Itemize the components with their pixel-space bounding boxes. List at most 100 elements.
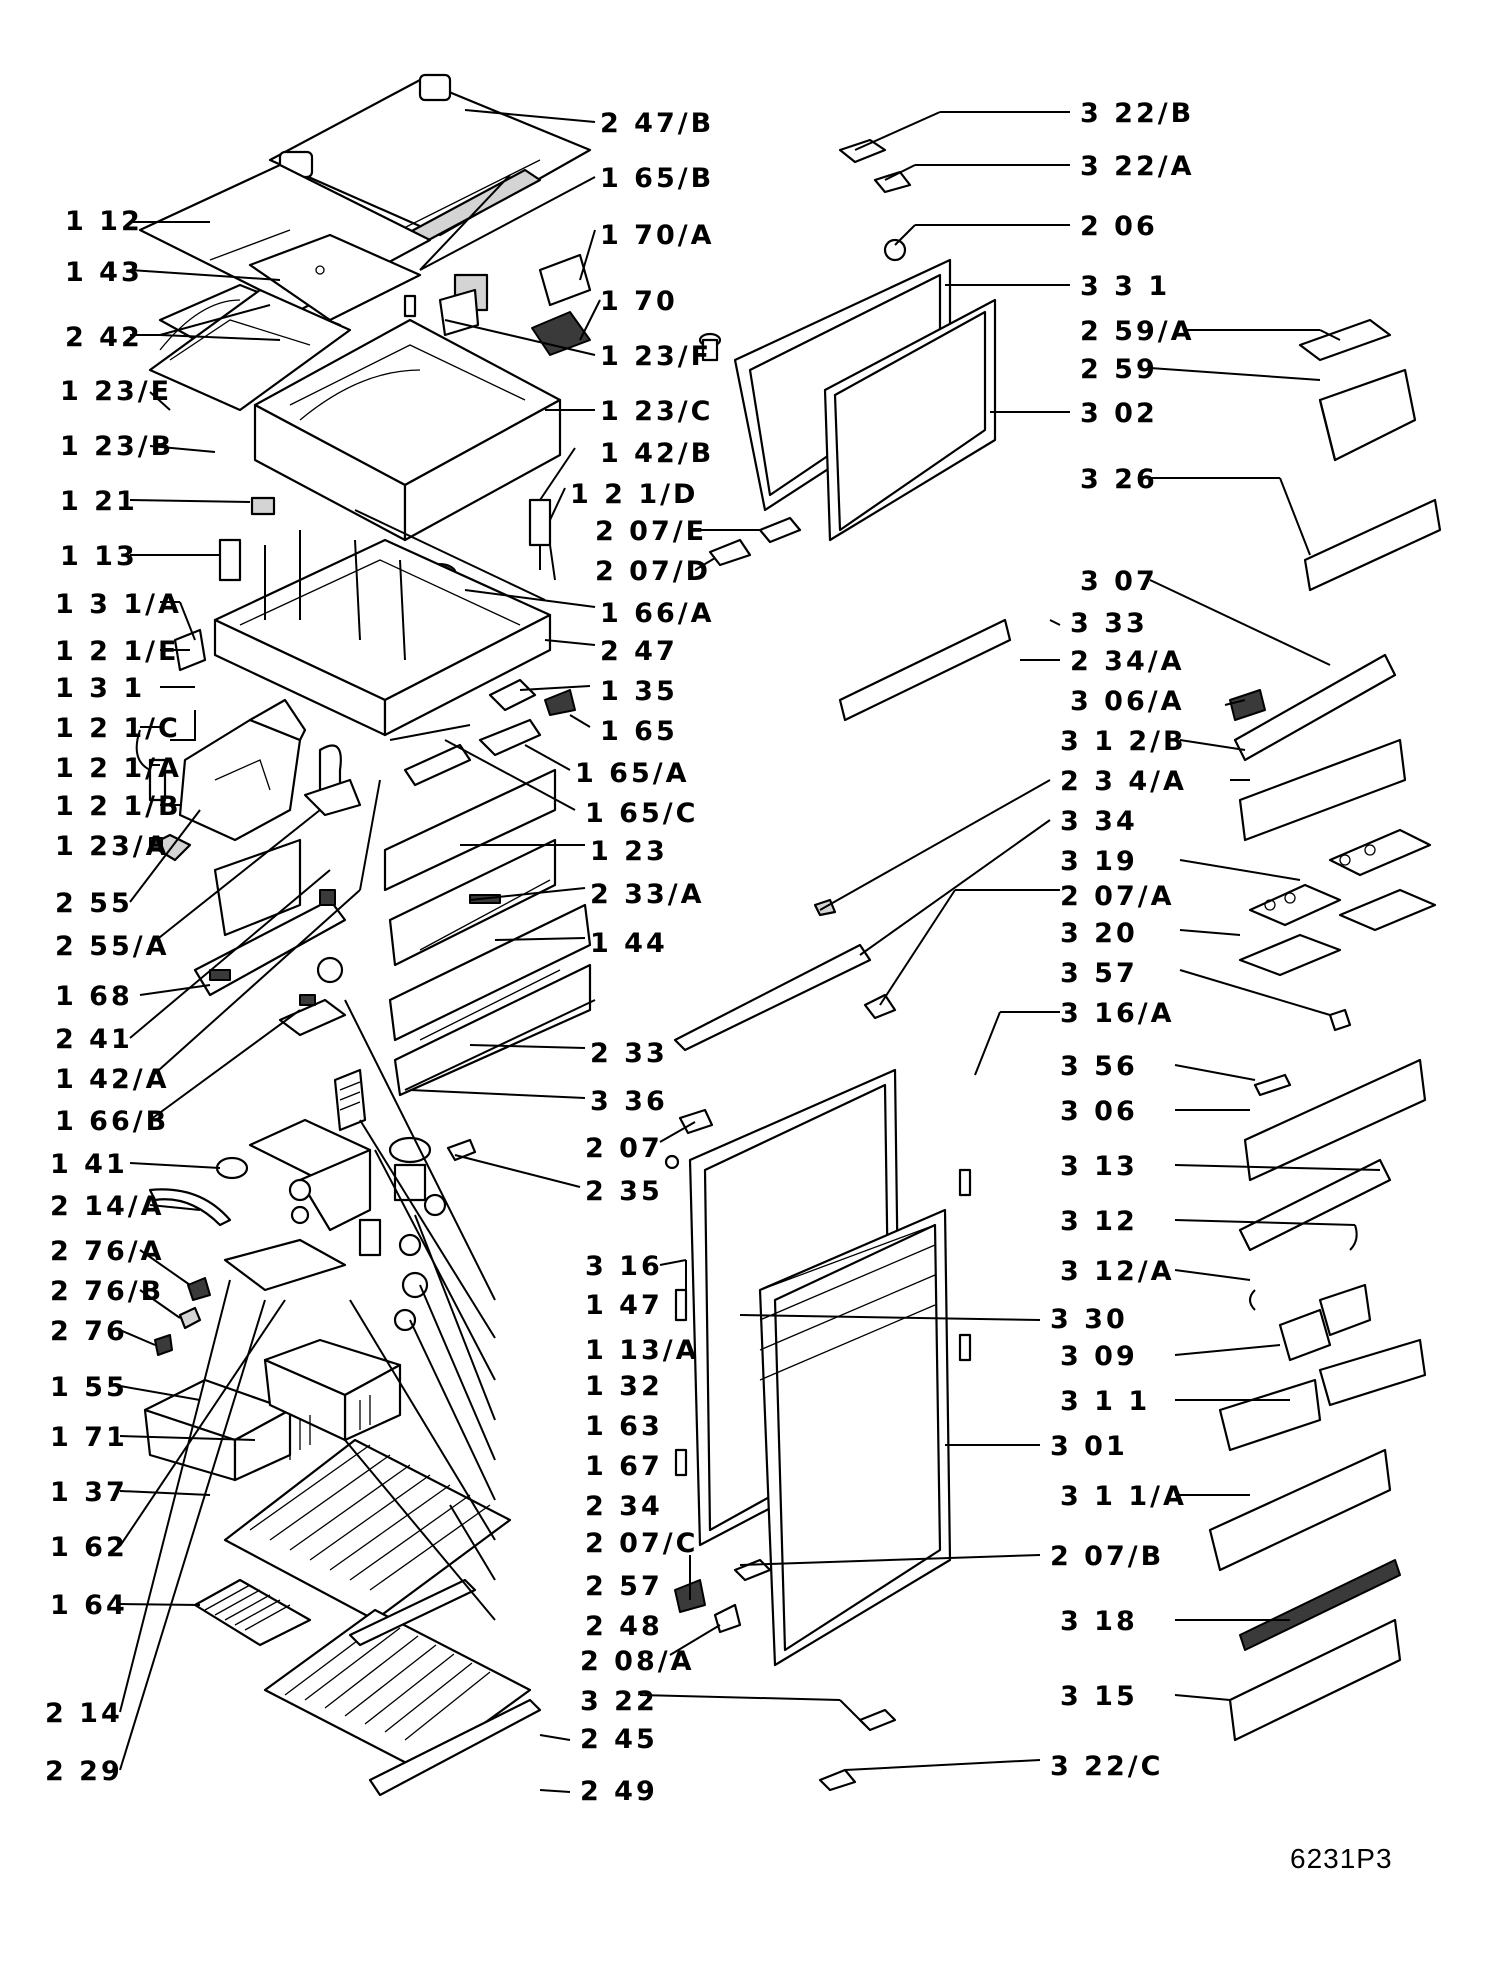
part-door-rack-326 [1303,498,1442,592]
callout-255: 2 55 [55,888,133,919]
callout-249: 2 49 [580,1776,658,1807]
callout-306: 3 06 [1060,1096,1138,1127]
callout-166B: 1 66/B [55,1106,169,1137]
callout-312B: 3 1 2/B [1060,726,1187,757]
callout-165: 1 65 [600,716,678,747]
part-ice-tray-blocks [438,253,592,356]
part-door-bins [1208,1283,1427,1572]
callout-214A: 2 14/A [50,1191,165,1222]
callout-319: 3 19 [1060,846,1138,877]
callout-121D: 1 2 1/D [570,479,698,510]
callout-247B: 2 47/B [600,108,714,139]
callout-142A: 1 42/A [55,1064,170,1095]
part-glass-shelf [223,1438,512,1622]
part-fridge-door [674,1068,972,1667]
callout-322C: 3 22/C [1050,1751,1163,1782]
part-base-bracket [278,779,381,1037]
callout-234: 2 34 [585,1491,663,1522]
callout-121B: 1 2 1/B [55,791,182,822]
callout-234A2: 2 3 4/A [1060,766,1187,797]
part-crisper-drawer [143,1238,402,1482]
callout-207A: 2 07/A [1060,881,1175,912]
callout-162: 1 62 [50,1532,128,1563]
callout-315: 3 15 [1060,1681,1138,1712]
callout-320: 3 20 [1060,918,1138,949]
part-wire-shelf [263,1578,542,1797]
callout-214: 2 14 [45,1698,123,1729]
part-wire-142B [528,498,556,581]
callout-121: 1 21 [60,486,138,517]
part-small-grid [193,1578,312,1647]
callout-121C: 1 2 1/C [55,713,181,744]
part-door-shelves-lower [1238,1058,1427,1311]
callout-331: 3 3 1 [1080,271,1170,302]
callout-306A: 3 06/A [1070,686,1185,717]
callout-207: 2 07 [585,1133,663,1164]
part-thermostat-panel [333,1068,367,1132]
part-evaporator-box [253,273,562,542]
callout-171: 1 71 [50,1422,128,1453]
callout-247: 2 47 [600,636,678,667]
callout-302: 3 02 [1080,398,1158,429]
callout-207C: 2 07/C [585,1528,698,1559]
callout-142B: 1 42/B [600,438,714,469]
callout-132: 1 32 [585,1371,663,1402]
part-fridge-hinges [446,1108,714,1170]
callout-326: 3 26 [1080,464,1158,495]
callout-208A: 2 08/A [580,1646,695,1677]
callout-123B: 1 23/B [60,431,174,462]
callout-123E: 1 23/E [60,376,172,407]
callout-167: 1 67 [585,1451,663,1482]
callout-301: 3 01 [1050,1431,1128,1462]
callout-164: 1 64 [50,1590,128,1621]
callout-123F: 1 23/F [600,341,712,372]
callout-234A1: 2 34/A [1070,646,1185,677]
part-air-duct [303,744,362,817]
callout-334: 3 34 [1060,806,1138,837]
callout-155: 1 55 [50,1372,128,1403]
callout-137: 1 37 [50,1477,128,1508]
callout-170A: 1 70/A [600,220,715,251]
callout-135: 1 35 [600,676,678,707]
callout-311A: 3 1 1/A [1060,1481,1187,1512]
callout-316A: 3 16/A [1060,998,1175,1029]
callout-123: 1 23 [590,836,668,867]
callout-233: 2 33 [590,1038,668,1069]
callout-259: 2 59 [1080,354,1158,385]
callout-255A: 2 55/A [55,931,170,962]
callout-233A: 2 33/A [590,879,705,910]
callout-113: 1 13 [60,541,138,572]
part-control-panels [193,838,347,997]
callout-241: 2 41 [55,1024,133,1055]
callout-131A: 1 3 1/A [55,589,182,620]
callout-144: 1 44 [590,928,668,959]
part-drawings [135,73,1442,1797]
callout-318: 3 18 [1060,1606,1138,1637]
callout-311: 3 1 1 [1060,1386,1150,1417]
callout-248: 2 48 [585,1611,663,1642]
callout-113A: 1 13/A [585,1335,700,1366]
callout-313: 3 13 [1060,1151,1138,1182]
callout-242: 2 42 [65,322,143,353]
callout-336: 3 36 [590,1086,668,1117]
part-egg-trays [1238,828,1437,1032]
part-door-hinges [708,516,802,567]
callout-322B: 3 22/B [1080,98,1194,129]
callout-245: 2 45 [580,1724,658,1755]
callout-166A: 1 66/A [600,598,715,629]
callout-229: 2 29 [45,1756,123,1787]
callout-168: 1 68 [55,981,133,1012]
callout-322: 3 22 [580,1686,658,1717]
part-knob-assembly [148,1118,429,1332]
callout-131: 1 3 1 [55,673,145,704]
part-top-cover [268,73,592,252]
callout-322A: 3 22/A [1080,151,1195,182]
callout-147: 1 47 [585,1290,663,1321]
callout-207B: 2 07/B [1050,1541,1164,1572]
leader-lines [119,109,1381,1793]
part-small-clips [154,1277,211,1356]
callout-170: 1 70 [600,286,678,317]
drawing-code: 6231P3 [1290,1843,1393,1874]
callout-312A: 3 12/A [1060,1256,1175,1287]
